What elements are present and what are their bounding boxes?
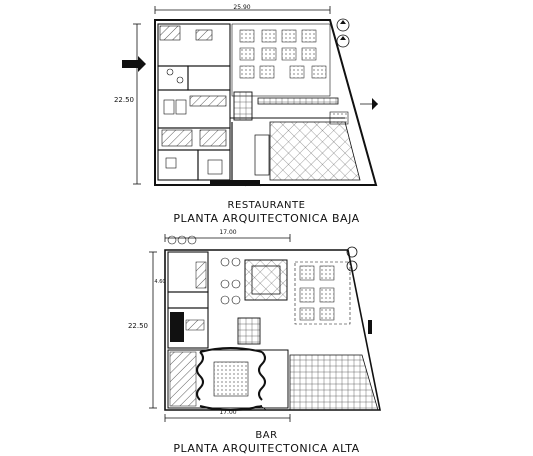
plan-ground-floor: 25.90 22.50 [114,4,378,187]
dim-width-bottom-upper: 17.00 [219,409,236,416]
ground-plan-name: RESTAURANTE [227,200,306,211]
ground-plan-subtitle: PLANTA ARQUITECTONICA BAJA [173,212,360,225]
dim-height-upper: 22.50 [128,322,148,330]
dim-width-top-upper: 17.00 [219,229,236,236]
plan-upper-floor: 17.00 17.00 22.50 4.60 [128,229,381,422]
upper-plan-name: BAR [255,430,278,441]
dim-width-ground: 25.90 [233,4,250,11]
dim-height-ground: 22.50 [114,96,134,104]
dim-partial-upper: 4.60 [154,279,165,285]
upper-plan-subtitle: PLANTA ARQUITECTONICA ALTA [173,442,360,455]
